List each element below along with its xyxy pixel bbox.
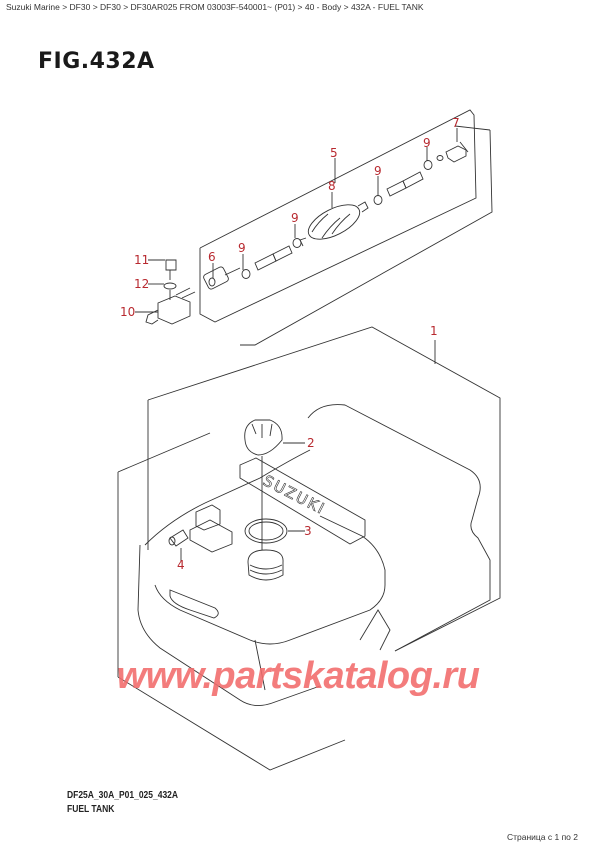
- callout-6[interactable]: 6: [208, 250, 216, 264]
- breadcrumb-item-body[interactable]: 40 - Body: [304, 2, 342, 12]
- figure-name: FUEL TANK: [67, 804, 115, 815]
- breadcrumb-separator: >: [120, 2, 131, 12]
- callout-12[interactable]: 12: [134, 277, 149, 291]
- fitting-group: [145, 259, 196, 325]
- breadcrumb-item-serial[interactable]: DF30AR025 FROM 03003F-540001~ (P01): [130, 2, 296, 12]
- callout-9-c[interactable]: 9: [374, 164, 382, 178]
- callout-9-d[interactable]: 9: [423, 136, 431, 150]
- breadcrumb-item-df30-model[interactable]: DF30: [100, 2, 121, 12]
- callout-3[interactable]: 3: [304, 524, 312, 538]
- tank-frame: [117, 326, 501, 771]
- callout-10[interactable]: 10: [120, 305, 135, 319]
- callout-9-b[interactable]: 9: [291, 211, 299, 225]
- callout-1[interactable]: 1: [430, 324, 438, 338]
- tank-brand-text: SUZUKI: [260, 472, 329, 519]
- hose-assembly-frame: [199, 109, 493, 346]
- callout-9-a[interactable]: 9: [238, 241, 246, 255]
- callout-numbers: 1 2 3 4 5 6 7 8 9 9 9 9 10 11 12: [120, 116, 460, 572]
- callout-5[interactable]: 5: [330, 146, 338, 160]
- breadcrumb-item-df30[interactable]: DF30: [69, 2, 91, 12]
- breadcrumb-separator: >: [90, 2, 101, 12]
- figure-code: DF25A_30A_P01_025_432A: [67, 790, 179, 801]
- callout-8[interactable]: 8: [328, 179, 336, 193]
- callout-7[interactable]: 7: [452, 116, 460, 130]
- figure-title: FIG.432A: [38, 49, 155, 74]
- breadcrumb-separator: >: [341, 2, 351, 12]
- page-indicator: Страница с 1 по 2: [506, 832, 578, 842]
- breadcrumb-separator: >: [59, 2, 70, 12]
- hose-components: [203, 141, 469, 290]
- watermark: www.partskatalog.ru: [116, 655, 480, 697]
- callout-4[interactable]: 4: [177, 558, 185, 572]
- callout-11[interactable]: 11: [134, 253, 149, 267]
- breadcrumb-item-suzuki-marine[interactable]: Suzuki Marine: [6, 2, 60, 12]
- callout-2[interactable]: 2: [307, 436, 315, 450]
- breadcrumb-item-current: 432A - FUEL TANK: [350, 2, 424, 12]
- breadcrumb-separator: >: [295, 2, 305, 12]
- leader-lines: [135, 128, 458, 561]
- breadcrumb: Suzuki Marine > DF30 > DF30 > DF30AR025 …: [6, 2, 424, 12]
